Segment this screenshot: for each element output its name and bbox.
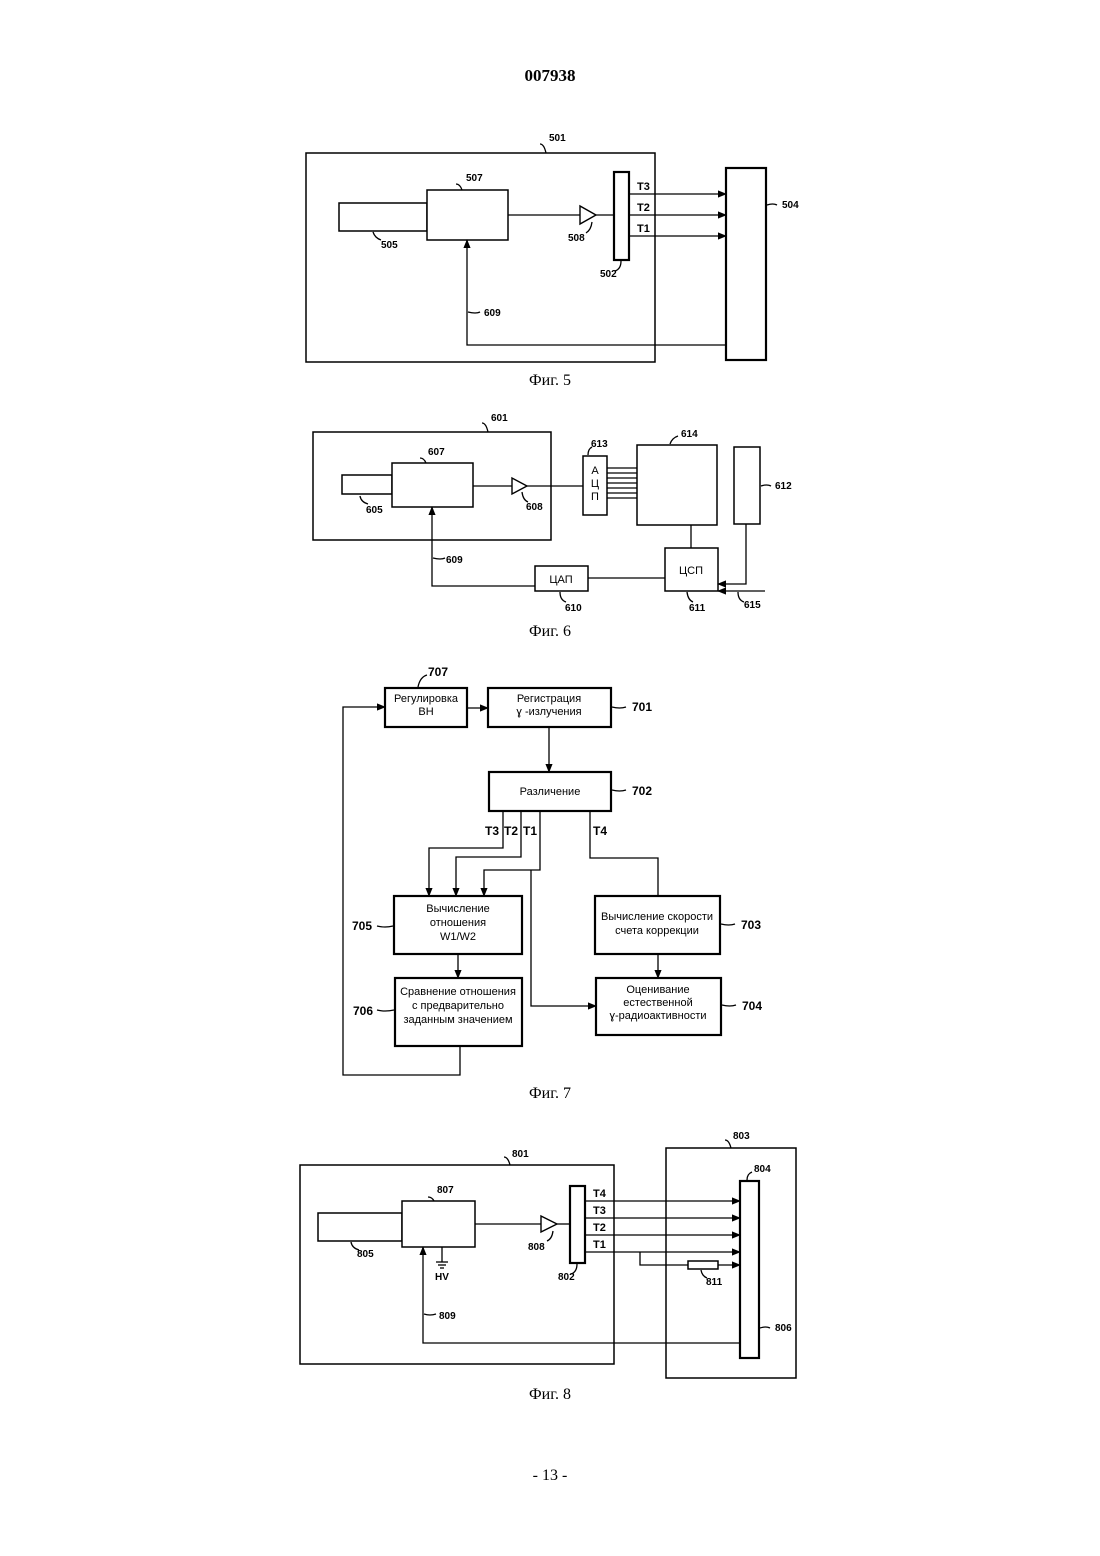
label-704: 704 (742, 999, 762, 1013)
label-806: 806 (775, 1323, 792, 1334)
box-701-line-2: ɣ -излучения (516, 706, 581, 718)
label-507: 507 (466, 173, 483, 184)
dac-label: ЦАП (549, 574, 572, 586)
label-502: 502 (600, 269, 617, 280)
label-701: 701 (632, 700, 652, 714)
channel-t3: T3 (637, 181, 650, 193)
label-609-b: 609 (446, 555, 463, 566)
channel-t3-f7: T3 (485, 824, 499, 838)
label-605: 605 (366, 505, 383, 516)
box-706-line-2: с предварительно (412, 1000, 504, 1012)
channel-t1-f7: T1 (523, 824, 537, 838)
figure-5: 501 507 505 508 502 T3 T2 T1 504 609 (306, 133, 799, 362)
label-615: 615 (744, 600, 761, 611)
label-702: 702 (632, 784, 652, 798)
t1-line-b (531, 870, 596, 1006)
label-809: 809 (439, 1311, 456, 1322)
unit-501-frame (306, 153, 655, 362)
dsp-label: ЦСП (679, 565, 703, 577)
label-611: 611 (689, 603, 706, 614)
label-706: 706 (353, 1004, 373, 1018)
label-508: 508 (568, 233, 585, 244)
box-703-line-1: Вычисление скорости (601, 911, 713, 923)
box-706-line-3: заданным значением (403, 1014, 512, 1026)
box-704-line-1: Оценивание (626, 984, 689, 996)
figure-7: Регулировка ВН 707 Регистрация ɣ -излуче… (343, 665, 762, 1075)
processor-806 (740, 1181, 759, 1358)
box-704-line-2: естественной (623, 997, 692, 1009)
figure-6: 601 607 605 608 А Ц П 613 614 (313, 413, 792, 614)
box-706-line-1: Сравнение отношения (400, 986, 516, 998)
label-613: 613 (591, 439, 608, 450)
adc-letter-2: Ц (591, 478, 599, 490)
adc-letter-3: П (591, 491, 599, 503)
label-612: 612 (775, 481, 792, 492)
caption-fig-6: Фиг. 6 (0, 623, 1100, 641)
unit-801-frame (300, 1165, 614, 1364)
label-808: 808 (528, 1242, 545, 1253)
adc-output-bus (607, 468, 637, 498)
crystal-505 (339, 203, 427, 231)
figure-8: 801 803 807 805 HV 808 802 811 T4 T3 (300, 1131, 796, 1378)
label-609: 609 (484, 308, 501, 319)
channel-t1: T1 (637, 223, 650, 235)
pmt-507 (427, 190, 508, 240)
caption-fig-5: Фиг. 5 (0, 372, 1100, 390)
box-705-line-2: отношения (430, 917, 486, 929)
adc-letter-1: А (591, 465, 599, 477)
processor-504 (726, 168, 766, 360)
label-607: 607 (428, 447, 445, 458)
component-811 (688, 1261, 718, 1269)
label-501: 501 (549, 133, 566, 144)
channel-t4-f8: T4 (593, 1188, 607, 1200)
discriminator-802 (570, 1186, 585, 1263)
channel-t4-f7: T4 (593, 824, 607, 838)
channel-t2: T2 (637, 202, 650, 214)
pmt-607 (392, 463, 473, 507)
box-707-line-1: Регулировка (394, 693, 459, 705)
memory-614 (637, 445, 717, 525)
label-801: 801 (512, 1149, 529, 1160)
label-505: 505 (381, 240, 398, 251)
channel-t2-f8: T2 (593, 1222, 606, 1234)
crystal-605 (342, 475, 392, 494)
label-804: 804 (754, 1164, 771, 1175)
label-601: 601 (491, 413, 508, 424)
label-707: 707 (428, 665, 448, 679)
label-614: 614 (681, 429, 698, 440)
box-701-line-1: Регистрация (517, 693, 581, 705)
caption-fig-7: Фиг. 7 (0, 1085, 1100, 1103)
computer-612 (734, 447, 760, 524)
box-705-line-1: Вычисление (426, 903, 490, 915)
hv-label: HV (435, 1272, 449, 1283)
channel-t2-f7: T2 (504, 824, 518, 838)
label-811: 811 (706, 1277, 723, 1288)
label-608: 608 (526, 502, 543, 513)
box-702-line-1: Различение (520, 786, 581, 798)
box-707-line-2: ВН (418, 706, 433, 718)
label-703: 703 (741, 918, 761, 932)
page-number: - 13 - (0, 1467, 1100, 1485)
label-803: 803 (733, 1131, 750, 1142)
discriminator-502 (614, 172, 629, 260)
label-805: 805 (357, 1249, 374, 1260)
label-610: 610 (565, 603, 582, 614)
channel-t1-f8: T1 (593, 1239, 606, 1251)
label-807: 807 (437, 1185, 454, 1196)
pmt-807 (402, 1201, 475, 1247)
crystal-805 (318, 1213, 402, 1241)
box-703-line-2: счета коррекции (615, 925, 699, 937)
box-704-line-3: ɣ-радиоактивности (609, 1010, 706, 1022)
channel-t3-f8: T3 (593, 1205, 606, 1217)
caption-fig-8: Фиг. 8 (0, 1386, 1100, 1404)
box-705-line-3: W1/W2 (440, 931, 476, 943)
label-504: 504 (782, 200, 799, 211)
label-705: 705 (352, 919, 372, 933)
label-802: 802 (558, 1272, 575, 1283)
